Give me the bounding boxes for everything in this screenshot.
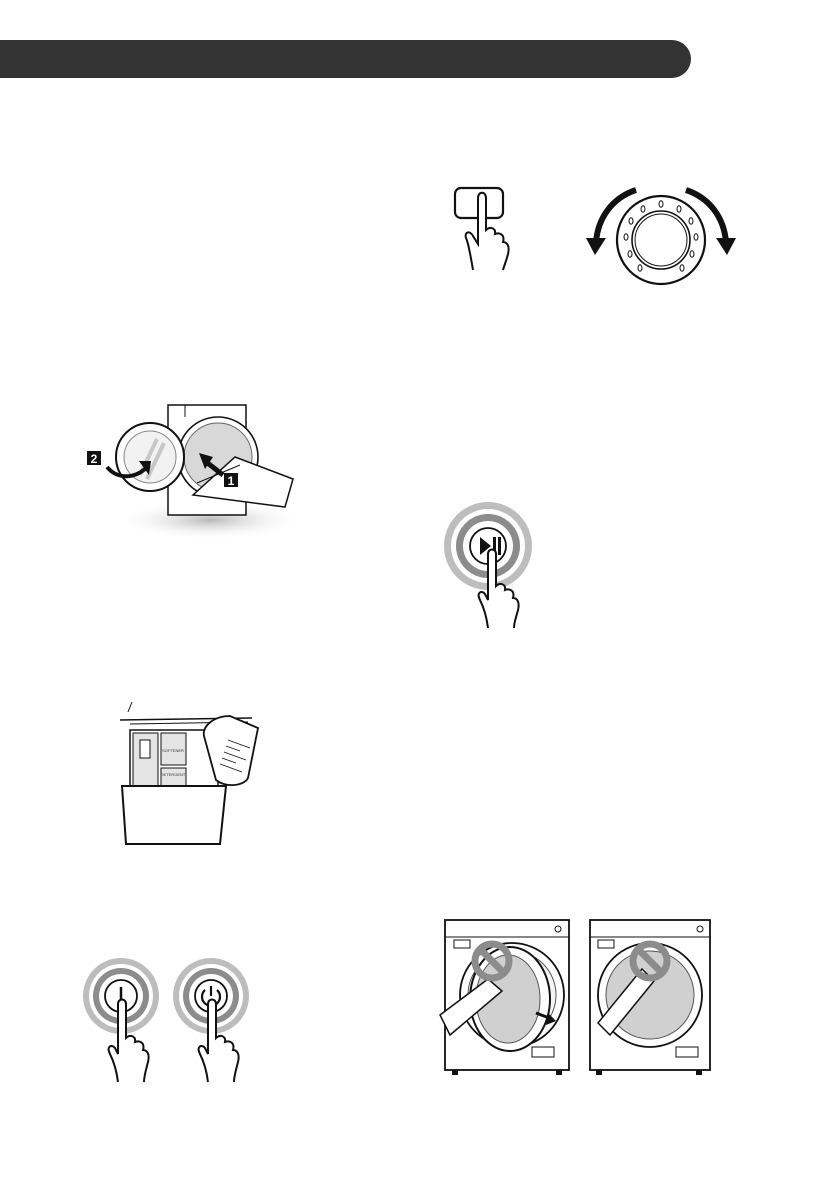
power-off-icon: [173, 958, 249, 1082]
step-label-2: 2: [91, 452, 98, 466]
detergent-label: DETERGENT: [161, 772, 186, 777]
control-illustration: [440, 180, 740, 290]
header-bar: [0, 40, 691, 78]
power-on-icon: [83, 958, 159, 1082]
power-buttons-illustration: [78, 958, 278, 1082]
softener-label: SOFTENER: [162, 748, 184, 753]
door-cleaning-illustration: 2 1: [85, 395, 300, 545]
washer-open-door: [440, 920, 569, 1075]
washer-closed-door: [590, 920, 710, 1075]
finger-press-button-icon: [455, 188, 509, 270]
rotary-dial-icon: [586, 190, 736, 284]
door-warning-illustration: [440, 915, 720, 1080]
detergent-dispenser-illustration: SOFTENER DETERGENT: [118, 700, 268, 846]
step-label-1: 1: [228, 474, 235, 488]
start-pause-illustration: [442, 500, 534, 628]
